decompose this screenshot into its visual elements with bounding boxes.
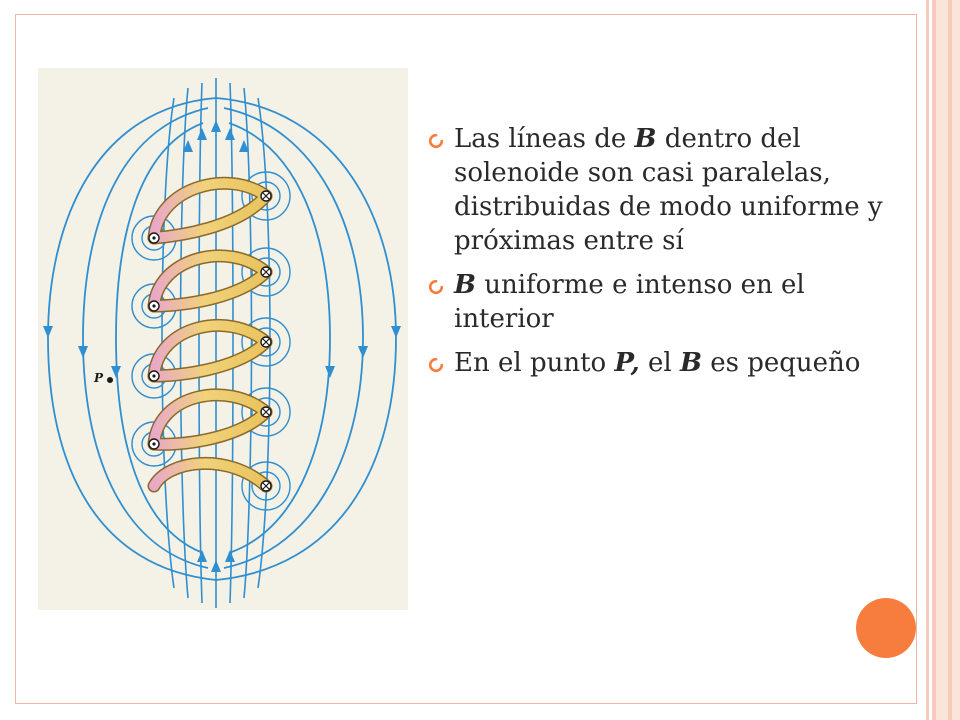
slide-border	[15, 14, 917, 704]
wire-cross-sections	[148, 190, 272, 492]
decorative-orange-circle	[856, 598, 916, 658]
emphasis-text: P,	[614, 348, 640, 378]
point-p-label: P	[93, 371, 104, 385]
ring-bullet-icon	[428, 357, 444, 373]
ring-bullet-icon	[428, 279, 444, 295]
bullet-text: Las líneas de	[454, 124, 635, 154]
emphasis-text: B	[679, 348, 702, 378]
ring-bullet-icon	[428, 133, 444, 149]
solenoid-field-figure: P	[38, 68, 408, 610]
bullet-item: En el punto P, el B es pequeño	[428, 346, 898, 380]
decorative-side-stripes	[922, 0, 960, 720]
field-line-arrows	[43, 120, 401, 572]
bullet-text: es pequeño	[701, 348, 861, 378]
field-lines-outer	[47, 97, 397, 581]
bullet-text: uniforme e intenso en el interior	[454, 270, 805, 334]
bullet-item: B uniforme e intenso en el interior	[428, 268, 898, 336]
bullet-item: Las líneas de B dentro del solenoide son…	[428, 122, 898, 258]
emphasis-text: B	[634, 124, 657, 154]
solenoid-field-diagram: P	[43, 78, 401, 608]
bullet-text: En el punto	[454, 348, 615, 378]
emphasis-text: B	[454, 270, 476, 300]
bullet-list: Las líneas de B dentro del solenoide son…	[428, 122, 898, 390]
bullet-text: el	[639, 348, 680, 378]
solenoid-coil	[147, 176, 273, 493]
point-p-marker	[107, 377, 113, 383]
bullet-text: dentro del solenoide son casi paralelas,…	[454, 124, 883, 256]
